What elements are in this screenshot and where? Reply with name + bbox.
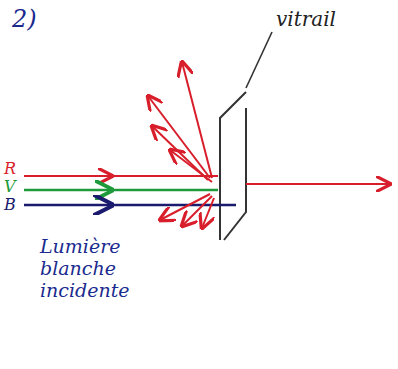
color-letter: B <box>4 196 16 214</box>
color-letter: V <box>4 178 16 196</box>
green-ray <box>112 189 218 191</box>
vitrail-shape <box>220 92 246 240</box>
part-label: vitrail <box>276 8 336 31</box>
reflected-rays <box>148 62 214 228</box>
blue-ray <box>112 204 236 207</box>
red-ray <box>24 175 112 177</box>
part-number: 2) <box>12 6 37 34</box>
transmitted-ray <box>246 183 390 185</box>
light-caption: Lumière blanche incidente <box>40 236 200 302</box>
blue-ray <box>24 204 112 207</box>
color-letter: R <box>4 160 16 178</box>
green-ray <box>24 189 112 191</box>
leader-line <box>246 32 272 88</box>
